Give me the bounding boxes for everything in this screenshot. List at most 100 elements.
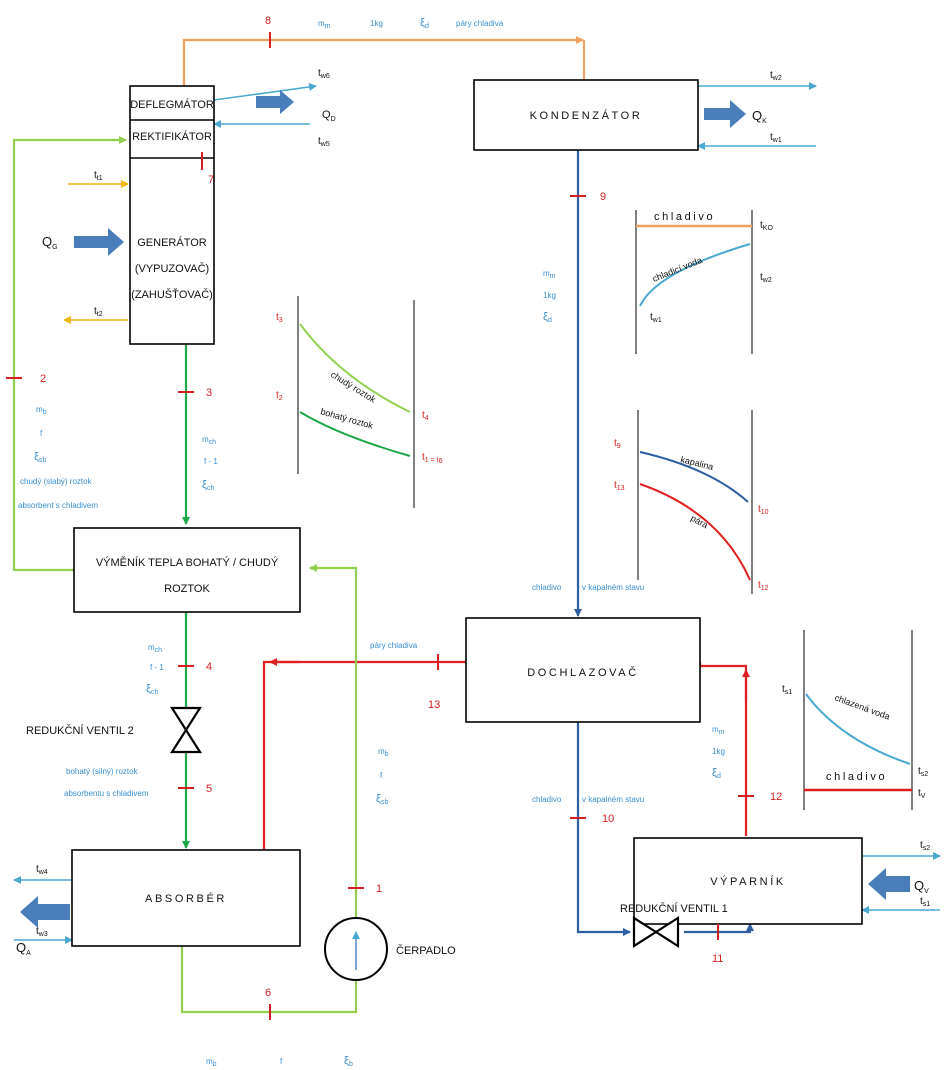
svg-text:f: f xyxy=(280,1057,283,1066)
chladici-voda-curve xyxy=(639,243,751,307)
para-curve xyxy=(639,483,751,581)
stream-5-labels: bohatý (silný) roztok absorbentu s chlad… xyxy=(64,767,149,798)
vyparnik-box xyxy=(633,837,863,925)
svg-text:1: 1 xyxy=(376,883,382,895)
state-point-3: 3 xyxy=(178,387,212,399)
state-point-8: 8 xyxy=(265,15,271,48)
svg-text:chladicí voda: chladicí voda xyxy=(651,255,703,284)
svg-text:tw1: tw1 xyxy=(650,312,662,324)
svg-text:t12: t12 xyxy=(758,580,769,592)
state-point-4: 4 xyxy=(178,661,212,673)
pump-icon xyxy=(324,917,388,981)
svg-text:9: 9 xyxy=(600,191,606,203)
state-point-2: 2 xyxy=(6,373,46,385)
ts1-label: ts1 xyxy=(920,896,930,908)
qv-label: QV xyxy=(914,878,929,895)
reduction-valve-2-label: REDUKČNÍ VENTIL 2 xyxy=(26,724,134,737)
stream-1-labels: mb f ξsb xyxy=(376,747,389,806)
svg-text:11: 11 xyxy=(712,953,723,965)
generator-label-1: GENERÁTOR xyxy=(137,236,207,249)
vyparnik-temperature-chart: chlazená voda chladivo ts1 ts2 tV xyxy=(782,630,928,810)
flow-line-8 xyxy=(182,36,584,86)
svg-text:t13: t13 xyxy=(614,480,625,492)
flow-line-11 xyxy=(684,923,754,934)
tw2-label: tw2 xyxy=(770,70,782,82)
stream-4-labels: mch f - 1 ξch xyxy=(146,643,164,696)
vymenik-box xyxy=(73,527,301,613)
svg-text:mb: mb xyxy=(378,747,389,758)
qg-label: QG xyxy=(42,234,58,251)
svg-text:mm: mm xyxy=(712,725,725,736)
deflegmator-label: DEFLEGMÁTOR xyxy=(130,98,214,111)
qa-label: QA xyxy=(16,940,31,957)
qd-arrow xyxy=(256,90,294,114)
flow-line-2 xyxy=(12,136,127,572)
svg-text:12: 12 xyxy=(770,791,782,803)
svg-text:absorbentu s chladivem: absorbentu s chladivem xyxy=(64,789,149,798)
svg-text:t2: t2 xyxy=(276,390,283,402)
reduction-valve-1-icon xyxy=(632,915,680,949)
absorber-label: ABSORBÉR xyxy=(145,892,227,905)
svg-text:bohatý (silný) roztok: bohatý (silný) roztok xyxy=(66,767,139,776)
tw3-label: tw3 xyxy=(36,926,48,938)
generator-label-2: (VYPUZOVAČ) xyxy=(135,262,209,275)
svg-text:absorbent s chladivem: absorbent s chladivem xyxy=(18,501,98,510)
svg-text:t10: t10 xyxy=(758,504,769,516)
stream-liquid-labels: chladivo v kapalném stavu chladivo v kap… xyxy=(532,583,644,804)
svg-text:5: 5 xyxy=(206,783,212,795)
stream-2-labels: mb f ξsb chudý (slabý) roztok absorbent … xyxy=(18,405,98,510)
state-point-6: 6 xyxy=(265,987,271,1020)
svg-text:chladivo: chladivo xyxy=(826,771,887,783)
svg-text:ξsb: ξsb xyxy=(376,793,388,806)
stream-12-labels: mm 1kg ξd xyxy=(712,725,725,780)
svg-text:chlazená voda: chlazená voda xyxy=(833,692,891,721)
svg-text:tKO: tKO xyxy=(760,220,773,232)
svg-text:4: 4 xyxy=(206,661,212,673)
tt2-label: tt2 xyxy=(94,306,103,318)
svg-text:1kg: 1kg xyxy=(370,19,383,28)
tw4-label: tw4 xyxy=(36,864,48,876)
svg-text:2: 2 xyxy=(40,373,46,385)
stream-3-labels: mch f - 1 ξch xyxy=(202,435,218,492)
svg-text:tV: tV xyxy=(918,788,926,800)
svg-text:t4: t4 xyxy=(422,410,429,422)
kondenzator-box xyxy=(473,79,699,151)
svg-text:mb: mb xyxy=(36,405,47,416)
svg-text:ξd: ξd xyxy=(420,17,429,30)
svg-text:ξsb: ξsb xyxy=(34,451,46,464)
svg-text:f: f xyxy=(40,429,43,438)
kondenzator-label: KONDENZÁTOR xyxy=(530,109,643,122)
kondenzator-temperature-chart: chladivo chladicí voda tKO tw2 tw1 xyxy=(635,210,773,354)
svg-text:7: 7 xyxy=(208,174,214,186)
stream-13-labels: páry chladiva xyxy=(370,641,418,650)
svg-text:t3: t3 xyxy=(276,312,283,324)
state-point-12: 12 xyxy=(738,791,782,803)
svg-text:mb: mb xyxy=(206,1057,217,1068)
vymenik-label-1: VÝMĚNÍK TEPLA BOHATÝ / CHUDÝ xyxy=(96,556,279,569)
generator-label-3: (ZAHUŠŤOVAČ) xyxy=(131,288,213,301)
state-point-5: 5 xyxy=(178,783,212,795)
state-point-7: 7 xyxy=(201,152,214,186)
svg-text:13: 13 xyxy=(428,699,440,711)
svg-text:mch: mch xyxy=(202,435,216,446)
state-point-11: 11 xyxy=(712,924,723,965)
state-point-13: 13 xyxy=(428,654,440,711)
qa-arrow xyxy=(20,896,70,928)
reduction-valve-2-icon xyxy=(169,706,203,754)
kapalina-curve xyxy=(639,451,749,503)
svg-text:pára: pára xyxy=(689,513,710,530)
generator-temperature-chart: chudý roztok bohatý roztok t3 t2 t4 t1 =… xyxy=(276,296,443,508)
svg-text:ξd: ξd xyxy=(712,767,721,780)
tw6-line xyxy=(213,82,317,101)
vymenik-label-2: ROZTOK xyxy=(164,583,210,595)
svg-text:8: 8 xyxy=(265,15,271,27)
svg-text:3: 3 xyxy=(206,387,212,399)
qk-arrow xyxy=(704,100,746,128)
svg-text:ξb: ξb xyxy=(344,1055,353,1068)
reduction-valve-1-label: REDUKČNÍ VENTIL 1 xyxy=(620,902,728,915)
svg-text:mch: mch xyxy=(148,643,162,654)
qk-label: QK xyxy=(752,108,767,125)
pump-label: ČERPADLO xyxy=(396,944,456,957)
state-point-9: 9 xyxy=(570,191,606,203)
